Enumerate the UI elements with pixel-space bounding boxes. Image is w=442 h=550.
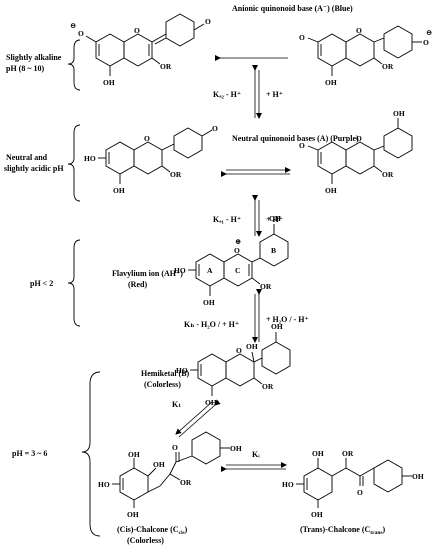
atom-o: O bbox=[172, 443, 178, 452]
charge-minus: ⊖ bbox=[70, 21, 76, 30]
atom-o: O bbox=[299, 33, 305, 42]
molecule-anionic-right: O O O ⊖ OH OR bbox=[299, 25, 432, 87]
equilibrium-arrow-ki bbox=[221, 462, 287, 472]
atom-o: O bbox=[423, 38, 429, 47]
atom-oh: OH bbox=[203, 298, 215, 307]
anionic-base-label: Anionic quinonoid base (A⁻) (Blue) bbox=[232, 4, 353, 13]
kh-label: Kₕ - H₂O / + H⁺ bbox=[184, 320, 239, 329]
equilibrium-arrow-kh bbox=[252, 289, 262, 343]
atom-ho: HO bbox=[174, 266, 186, 275]
atom-or: OR bbox=[160, 62, 172, 71]
atom-o: O bbox=[144, 134, 150, 143]
atom-o: O bbox=[134, 26, 140, 35]
atom-oh: OH bbox=[325, 186, 337, 195]
equilibrium-arrow-kt bbox=[175, 399, 221, 438]
atom-or: OR bbox=[262, 382, 274, 391]
ring-b-label: B bbox=[271, 246, 276, 255]
atom-o: O bbox=[212, 124, 218, 133]
atom-oh: OH bbox=[393, 109, 405, 118]
atom-ho: HO bbox=[98, 480, 110, 489]
ki-label: Kᵢ bbox=[252, 450, 260, 459]
atom-oh: OH bbox=[128, 450, 140, 459]
atom-or: OR bbox=[382, 62, 394, 71]
equilibrium-arrow-ka1 bbox=[252, 195, 262, 237]
molecule-cis-chalcone: O OH OH OH HO OH OR bbox=[98, 431, 242, 519]
ka1-label: Kₐ₁ - H⁺ bbox=[213, 215, 241, 224]
ph-alkaline-label: Slightly alkaline bbox=[6, 53, 62, 62]
neutral-base-label: Neutral quinonoid bases (A) (Purple) bbox=[232, 134, 359, 143]
atom-or: OR bbox=[260, 282, 272, 291]
molecule-flavylium: O ⊕ OH HO OH OR A C B bbox=[174, 214, 289, 307]
molecule-hemiketal: O OH OH HO OH OR bbox=[176, 322, 291, 407]
atom-oh: OH bbox=[271, 322, 283, 331]
h-plus-label-2: + H⁺ bbox=[266, 215, 283, 224]
hemiketal-label: Hemiketal (B) bbox=[141, 369, 190, 378]
atom-oh: OH bbox=[103, 78, 115, 87]
brace-mid bbox=[81, 371, 101, 537]
atom-oh: OH bbox=[113, 186, 125, 195]
atom-oh: OH bbox=[311, 510, 323, 519]
brace-neutral bbox=[67, 124, 81, 202]
atom-or: OR bbox=[342, 449, 354, 458]
flavylium-label: Flavylium ion (AH⁺) bbox=[112, 269, 183, 278]
atom-oh: OH bbox=[312, 449, 324, 458]
atom-o: O bbox=[234, 246, 240, 255]
atom-o: O bbox=[236, 346, 242, 355]
atom-o: O bbox=[356, 134, 362, 143]
atom-ho: HO bbox=[84, 154, 96, 163]
ph-acidic-label: pH < 2 bbox=[30, 279, 53, 288]
atom-ho: HO bbox=[176, 366, 188, 375]
ph-neutral-label: Neutral and bbox=[6, 153, 48, 162]
kt-label: Kₜ bbox=[172, 400, 181, 409]
atom-oh: OH bbox=[412, 472, 424, 481]
atom-oh: OH bbox=[246, 342, 258, 351]
atom-o: O bbox=[299, 141, 305, 150]
ka2-label: Kₐ₂ - H⁺ bbox=[213, 90, 241, 99]
atom-ho: HO bbox=[282, 480, 294, 489]
ph-neutral-range: slightly acidic pH bbox=[4, 164, 64, 173]
atom-or: OR bbox=[170, 170, 182, 179]
molecule-anionic-left: O O O ⊖ OH OR bbox=[70, 13, 211, 87]
cis-chalcone-label: (Cis)-Chalcone (Ccis) bbox=[117, 525, 188, 536]
molecule-neutral-right: O O OH OH OR bbox=[299, 109, 413, 195]
ring-c-label: C bbox=[235, 266, 240, 275]
charge-minus: ⊖ bbox=[426, 28, 432, 37]
hemiketal-color-label: (Colorless) bbox=[144, 380, 181, 389]
h2o-label: + H₂O / - H⁺ bbox=[266, 315, 309, 324]
atom-o: O bbox=[78, 29, 84, 38]
atom-oh: OH bbox=[325, 78, 337, 87]
molecule-neutral-left: O O HO OH OR bbox=[84, 124, 218, 195]
atom-o: O bbox=[357, 488, 363, 497]
flavylium-color-label: (Red) bbox=[128, 280, 147, 289]
atom-oh: OH bbox=[127, 510, 139, 519]
equilibrium-arrow-ka2 bbox=[252, 65, 262, 119]
cis-chalcone-color-label: (Colorless) bbox=[127, 536, 164, 545]
atom-oh: OH bbox=[269, 214, 281, 223]
equilibrium-arrow-neutral bbox=[221, 167, 291, 177]
brace-alkaline bbox=[67, 39, 81, 91]
ph-mid-label: pH = 3 ~ 6 bbox=[12, 449, 47, 458]
atom-oh: OH bbox=[230, 444, 242, 453]
atom-or: OR bbox=[382, 170, 394, 179]
h-plus-label-1: + H⁺ bbox=[266, 90, 283, 99]
trans-chalcone-label: (Trans)-Chalcone (Ctrans) bbox=[300, 525, 386, 536]
molecule-trans-chalcone: OR O OH OH HO OH bbox=[282, 449, 424, 519]
atom-oh: OH bbox=[153, 460, 165, 469]
atom-o: O bbox=[205, 17, 211, 26]
ph-alkaline-range: pH (8 ~ 10) bbox=[6, 64, 44, 73]
ring-a-label: A bbox=[207, 266, 213, 275]
atom-o: O bbox=[356, 26, 362, 35]
atom-or: OR bbox=[180, 478, 192, 487]
charge-plus: ⊕ bbox=[235, 237, 241, 246]
brace-acidic bbox=[67, 239, 81, 327]
atom-oh: OH bbox=[205, 398, 217, 407]
